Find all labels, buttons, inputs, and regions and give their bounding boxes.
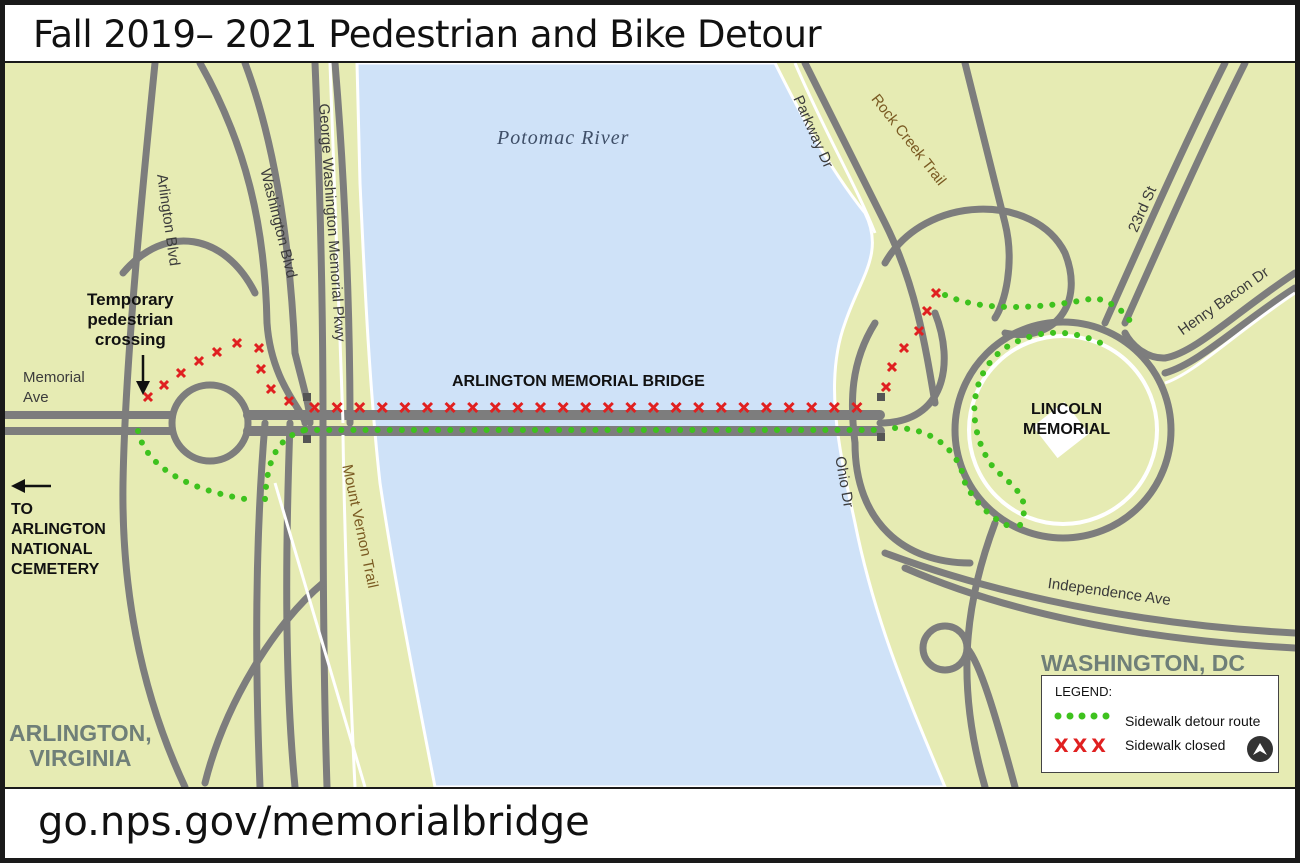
bridge-label: ARLINGTON MEMORIAL BRIDGE xyxy=(452,373,705,390)
trails xyxy=(273,63,1295,787)
closed-sidewalk-east xyxy=(880,287,942,393)
page-title: Fall 2019– 2021 Pedestrian and Bike Deto… xyxy=(33,13,822,56)
to-cemetery-label: TO ARLINGTON NATIONAL CEMETERY xyxy=(11,501,106,578)
title-bar: Fall 2019– 2021 Pedestrian and Bike Deto… xyxy=(5,5,1295,61)
closed-x-mark xyxy=(331,401,343,414)
red-x-icon: XXX xyxy=(1054,735,1110,757)
closed-x-mark xyxy=(625,401,637,414)
closed-x-mark xyxy=(467,401,479,414)
detour-route xyxy=(135,292,1133,531)
closed-x-mark xyxy=(602,401,614,414)
river-label: Potomac River xyxy=(497,127,630,149)
closed-x-mark xyxy=(760,401,773,414)
closed-sidewalk-bridge xyxy=(308,401,863,414)
closed-x-mark xyxy=(512,401,524,414)
map-legend: LEGEND: Sidewalk detour route XXX Sidewa… xyxy=(1041,675,1279,773)
closed-x-mark xyxy=(693,401,705,414)
temporary-crossing-label: Temporary pedestrian crossing xyxy=(87,290,174,349)
closed-x-mark xyxy=(580,401,592,414)
closed-x-mark xyxy=(444,401,456,414)
nps-compass-icon xyxy=(1247,736,1273,762)
closed-x-mark xyxy=(534,401,547,414)
closed-x-mark xyxy=(670,401,682,414)
closed-x-mark xyxy=(851,401,863,414)
lincoln-memorial-building xyxy=(1032,401,1090,459)
map-canvas xyxy=(5,63,1295,787)
closed-x-mark xyxy=(806,401,818,414)
closed-x-mark xyxy=(308,401,321,414)
closed-x-mark xyxy=(354,401,366,414)
closed-x-mark xyxy=(715,401,727,414)
left-arrow-icon xyxy=(11,479,51,493)
footer-url[interactable]: go.nps.gov/memorialbridge xyxy=(38,799,590,845)
legend-detour-label: Sidewalk detour route xyxy=(1125,713,1261,729)
washington-region-label: WASHINGTON, DC xyxy=(1041,650,1246,676)
closed-x-mark xyxy=(376,401,388,414)
closed-x-mark xyxy=(647,401,660,414)
down-arrow-icon xyxy=(136,355,150,395)
lincoln-memorial-label: LINCOLN MEMORIAL xyxy=(1023,401,1111,438)
legend-closed-label: Sidewalk closed xyxy=(1125,737,1226,753)
closed-sidewalk-west xyxy=(142,337,295,407)
closed-x-mark xyxy=(557,401,569,414)
memorial-ave-label: Memorial Ave xyxy=(23,369,85,406)
arlington-region-label: ARLINGTON, VIRGINIA xyxy=(9,720,152,771)
green-dots-icon xyxy=(1054,712,1110,720)
closed-x-mark xyxy=(421,401,434,414)
closed-x-mark xyxy=(738,401,750,414)
legend-title: LEGEND: xyxy=(1055,684,1113,699)
closed-x-mark xyxy=(399,401,411,414)
closed-x-mark xyxy=(783,401,795,414)
footer-bar: go.nps.gov/memorialbridge xyxy=(5,789,1295,858)
detour-map: Potomac River Arlington Blvd Washington … xyxy=(5,63,1295,787)
closed-x-mark xyxy=(489,401,501,414)
closed-x-mark xyxy=(828,401,840,414)
